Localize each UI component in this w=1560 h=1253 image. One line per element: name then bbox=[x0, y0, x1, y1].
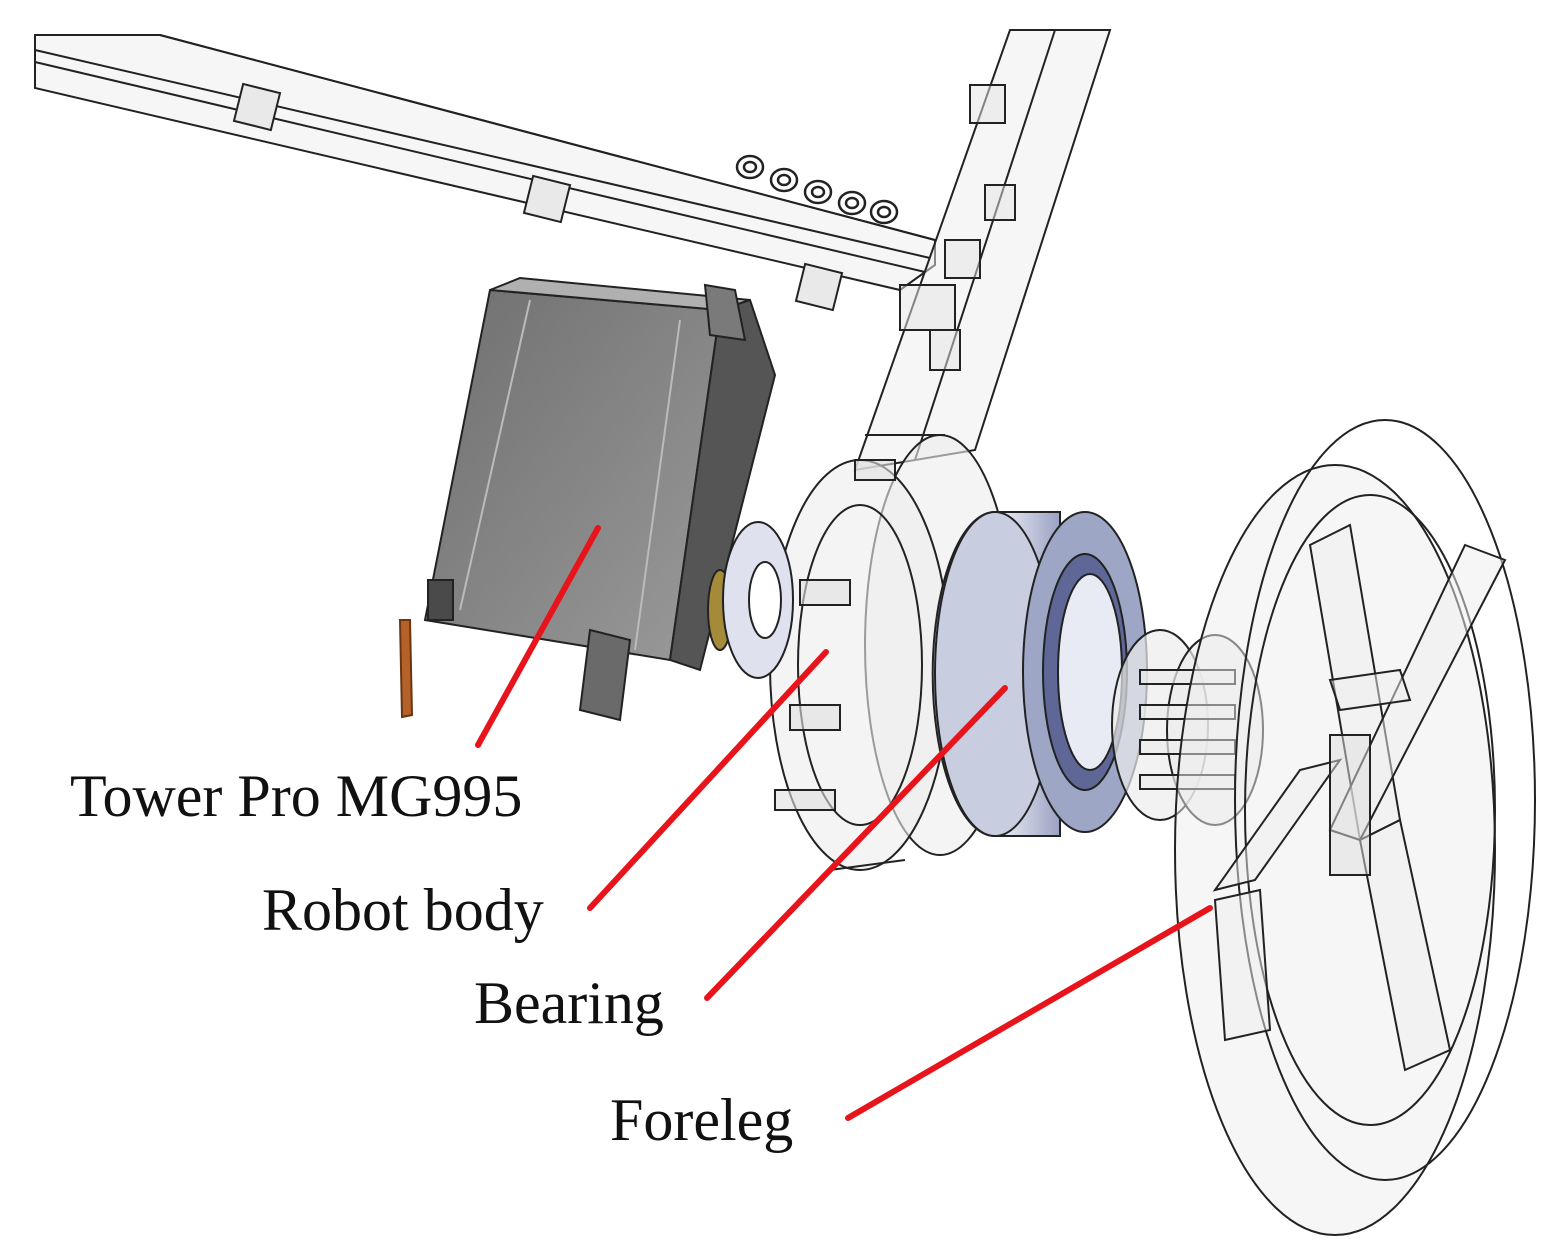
screw-set bbox=[735, 154, 899, 225]
bearing bbox=[931, 511, 1148, 837]
frame-crossbar bbox=[34, 34, 936, 292]
frame-arm bbox=[853, 29, 1112, 472]
label-foreleg: Foreleg bbox=[610, 1087, 794, 1153]
crossbar-brackets bbox=[232, 82, 844, 312]
leader-line-servo bbox=[475, 525, 601, 748]
leader-lines bbox=[475, 525, 1213, 1121]
servo-motor bbox=[398, 276, 777, 722]
foreleg-wheel bbox=[1174, 419, 1536, 1236]
leader-line-bearing bbox=[704, 685, 1008, 1001]
servo-horn-washer bbox=[722, 521, 794, 679]
label-robot-body: Robot body bbox=[262, 877, 544, 943]
leader-line-foreleg bbox=[845, 905, 1213, 1121]
leader-line-robot-body bbox=[587, 649, 829, 911]
label-tower-pro-mg995: Tower Pro MG995 bbox=[70, 763, 523, 829]
label-bearing: Bearing bbox=[474, 970, 664, 1036]
